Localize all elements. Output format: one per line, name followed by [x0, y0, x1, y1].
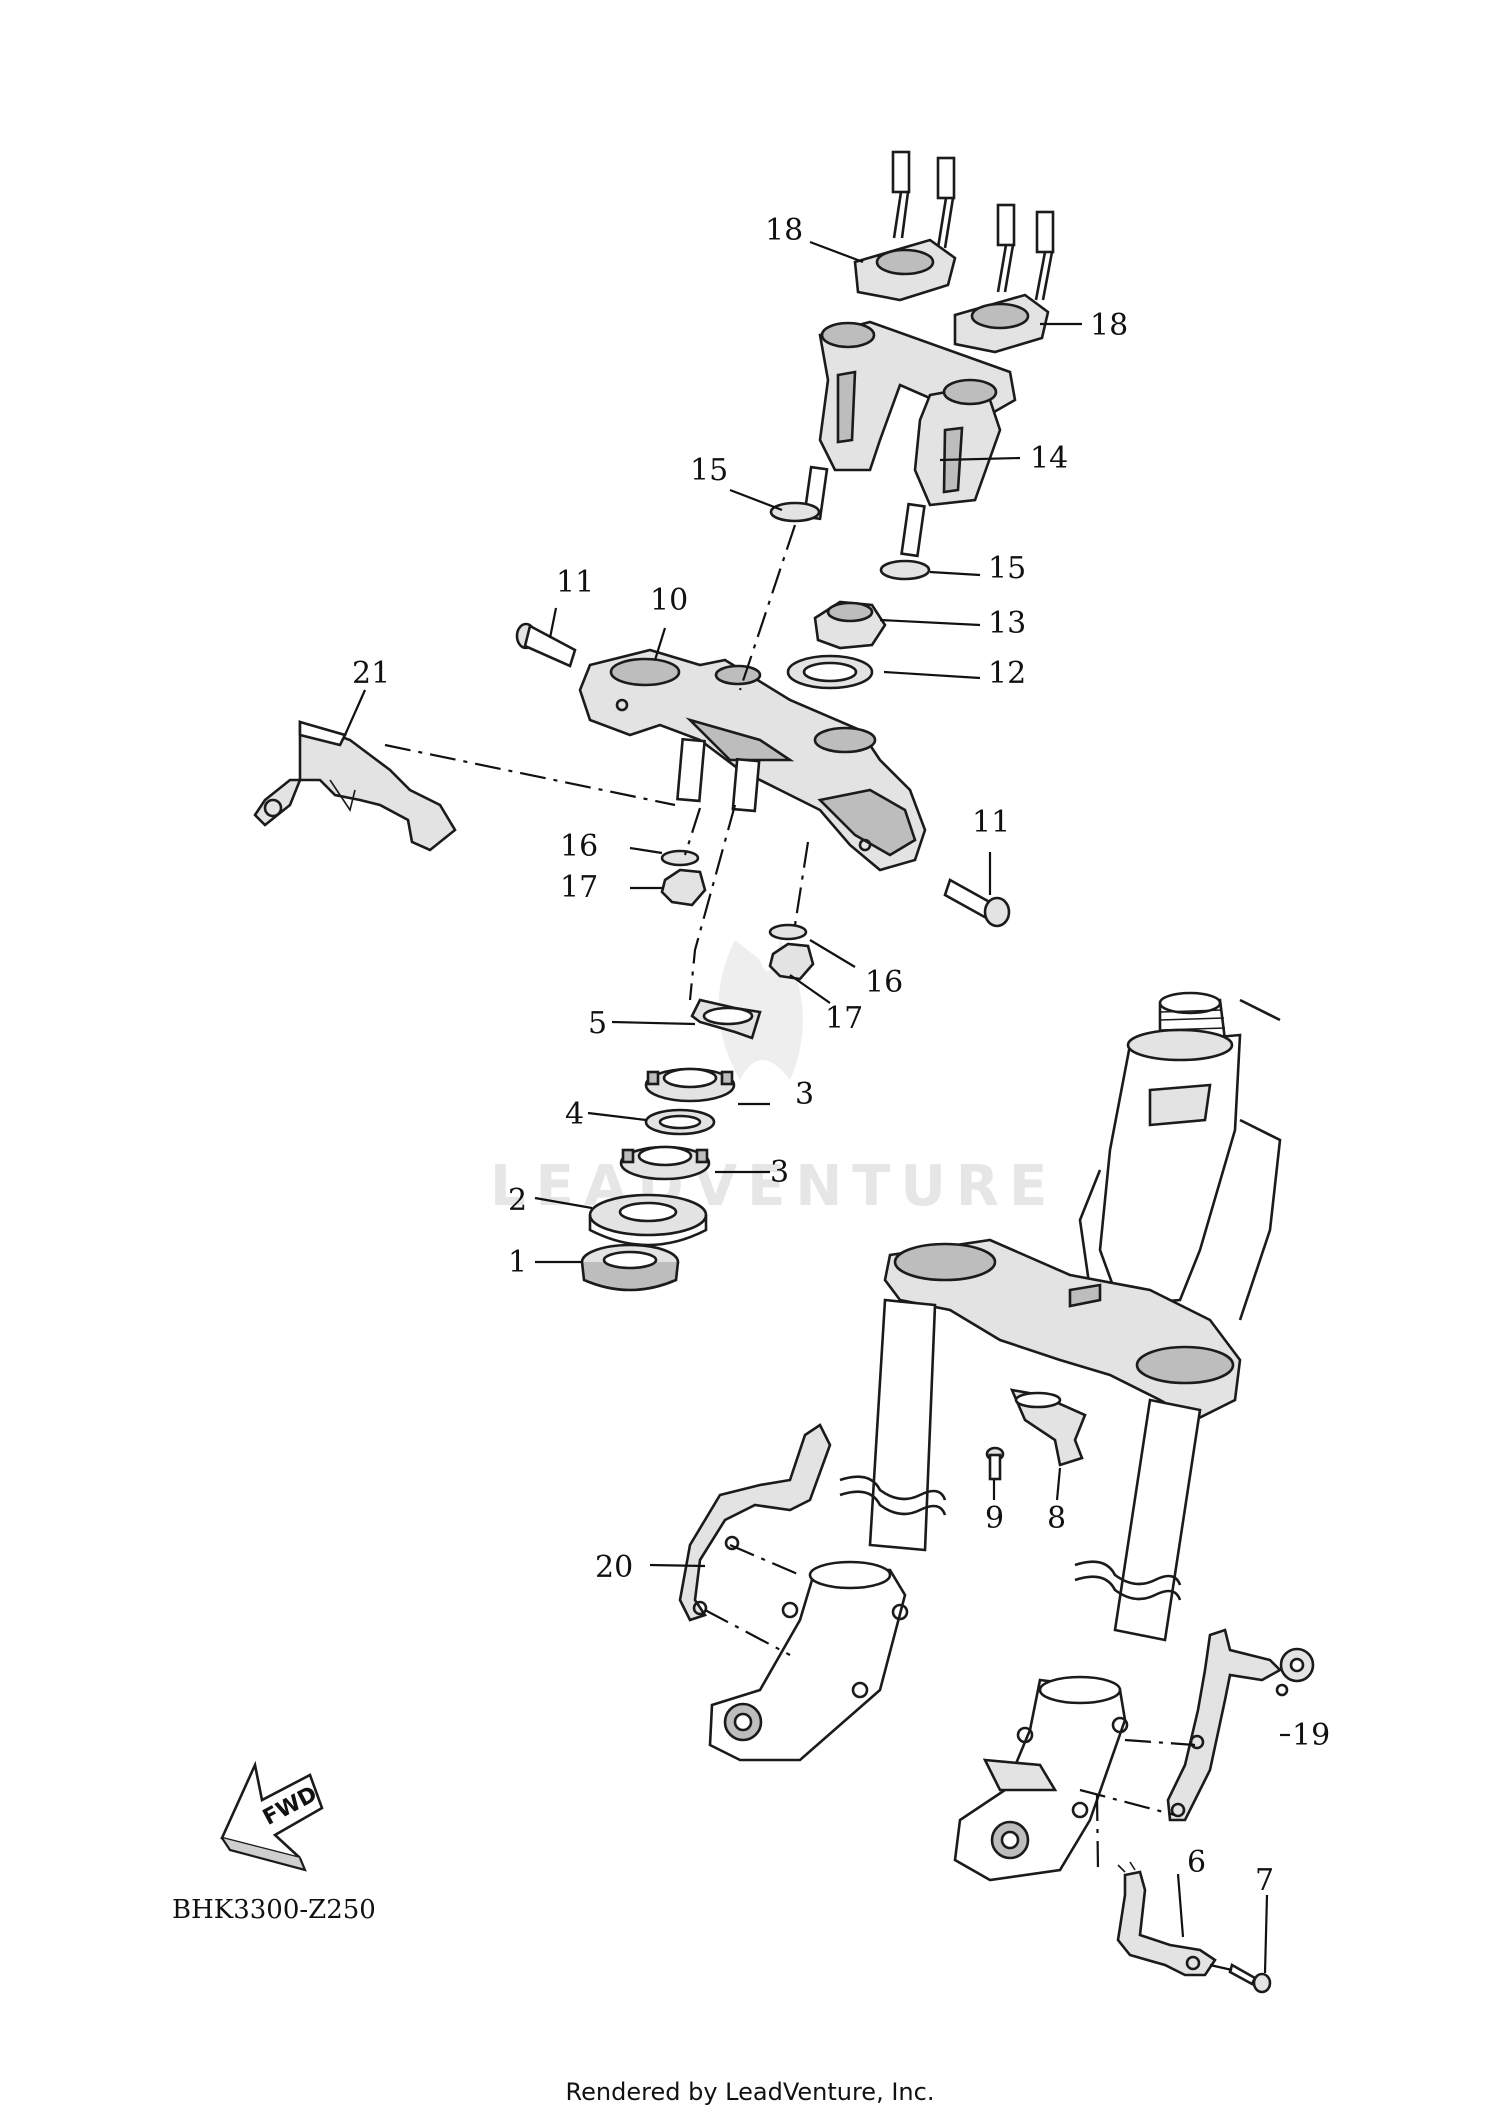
handlebar-holder: [818, 320, 1017, 472]
hose-guide-left: [678, 1423, 832, 1622]
callout-15-left: 15: [690, 453, 728, 488]
callout-17-right: 17: [825, 1001, 863, 1036]
callout-10: 10: [650, 583, 688, 618]
handlebar-holder-assembly: [802, 150, 1055, 558]
cable-guide-bracket: [253, 720, 457, 852]
bearing-cover: [588, 1193, 708, 1247]
callout-18-right: 18: [1090, 308, 1128, 343]
watermark-text: LEADVENTURE: [490, 1154, 1057, 1219]
washer-16-right: [768, 923, 808, 941]
sensor-bracket: [1116, 1870, 1217, 1977]
footer-credit: Rendered by LeadVenture, Inc.: [565, 2078, 935, 2106]
callout-16-left: 16: [560, 829, 598, 864]
callout-5: 5: [588, 1006, 607, 1041]
callout-17-left: 17: [560, 870, 598, 905]
pinch-bolt-right: [943, 878, 1011, 928]
pinch-bolt-left: [515, 622, 577, 668]
diagram-reference-code: BHK3300-Z250: [172, 1895, 376, 1925]
ring-nut-lower: [619, 1145, 711, 1181]
callout-8: 8: [1047, 1501, 1066, 1536]
holder-bolts: [891, 150, 1055, 301]
callout-6: 6: [1187, 1845, 1206, 1880]
nut-17-right: [768, 942, 815, 981]
callout-2: 2: [508, 1183, 527, 1218]
callout-16-right: 16: [865, 965, 903, 1000]
hose-guide-right: [1166, 1628, 1283, 1822]
washer-15-left: [769, 501, 821, 523]
callout-3-lower: 3: [770, 1155, 789, 1190]
washer-15-right: [879, 559, 931, 581]
callout-11-left: 11: [556, 565, 594, 600]
callout-20: 20: [595, 1550, 633, 1585]
callout-4: 4: [565, 1097, 584, 1132]
callout-18-left: 18: [765, 213, 803, 248]
nut-17-left: [660, 868, 707, 907]
ring-nut-upper: [644, 1067, 736, 1103]
callout-15-right: 15: [988, 551, 1026, 586]
upper-bracket: [578, 648, 927, 872]
callout-14: 14: [1030, 441, 1068, 476]
callout-7: 7: [1255, 1863, 1274, 1898]
ball-bearing: [580, 1243, 680, 1292]
callout-12: 12: [988, 656, 1026, 691]
alignment-lines: [384, 524, 1233, 1972]
bracket-screw: [1228, 1963, 1272, 1994]
forward-direction-arrow: FWD: [220, 1760, 324, 1872]
callout-19: 19: [1292, 1718, 1330, 1753]
front-fork-assembly: [708, 991, 1282, 1882]
callout-3-upper: 3: [795, 1077, 814, 1112]
cable-holder-bolt: [985, 1446, 1005, 1481]
callout-21: 21: [352, 656, 390, 691]
leader-lines: [343, 240, 1290, 1974]
washer-16-left: [660, 849, 700, 867]
callout-labels: 1 2 3 3 4 5 6 7 8 9 10 11 11 12 13 14 15…: [352, 213, 1330, 1898]
callout-11-right: 11: [972, 805, 1010, 840]
callout-13: 13: [988, 606, 1026, 641]
callout-9: 9: [985, 1501, 1004, 1536]
callout-1: 1: [508, 1245, 527, 1280]
